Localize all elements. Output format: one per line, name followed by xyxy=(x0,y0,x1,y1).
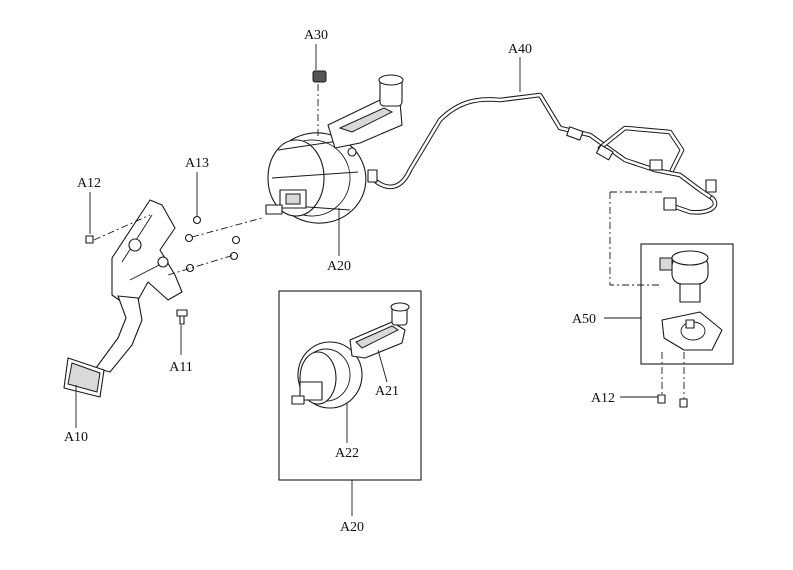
callout-a10: A10 xyxy=(64,430,88,445)
nuts-a13 xyxy=(184,215,241,273)
callout-a50: A50 xyxy=(572,312,596,327)
bolt-a11 xyxy=(176,309,188,325)
leader-lines xyxy=(75,44,658,516)
callout-a20-bottom: A20 xyxy=(340,520,364,535)
callout-a12-right: A12 xyxy=(591,391,615,406)
vacuum-pump-a50 xyxy=(659,250,723,351)
callout-a30: A30 xyxy=(304,28,328,43)
brake-booster-a20-top xyxy=(265,132,367,224)
callout-a21: A21 xyxy=(375,384,399,399)
booster-kit-inset-box xyxy=(278,290,422,481)
brake-pedal-assembly xyxy=(63,199,183,398)
brake-line-assembly xyxy=(367,92,718,215)
callout-a20-top: A20 xyxy=(327,259,351,274)
grommet-a30 xyxy=(312,70,327,83)
bolts-a12-right xyxy=(657,394,688,408)
dashed-alignment-lines xyxy=(93,84,685,399)
callout-a40: A40 xyxy=(508,42,532,57)
callout-a22: A22 xyxy=(335,446,359,461)
vacuum-pump-inset-box xyxy=(640,243,734,365)
master-cylinder-a21 xyxy=(349,302,410,359)
callout-a13: A13 xyxy=(185,156,209,171)
callout-a11: A11 xyxy=(169,360,193,375)
bolt-a12-left xyxy=(85,235,94,244)
callout-a12-left: A12 xyxy=(77,176,101,191)
brake-booster-a22 xyxy=(291,341,363,409)
master-cylinder-top xyxy=(327,74,404,157)
